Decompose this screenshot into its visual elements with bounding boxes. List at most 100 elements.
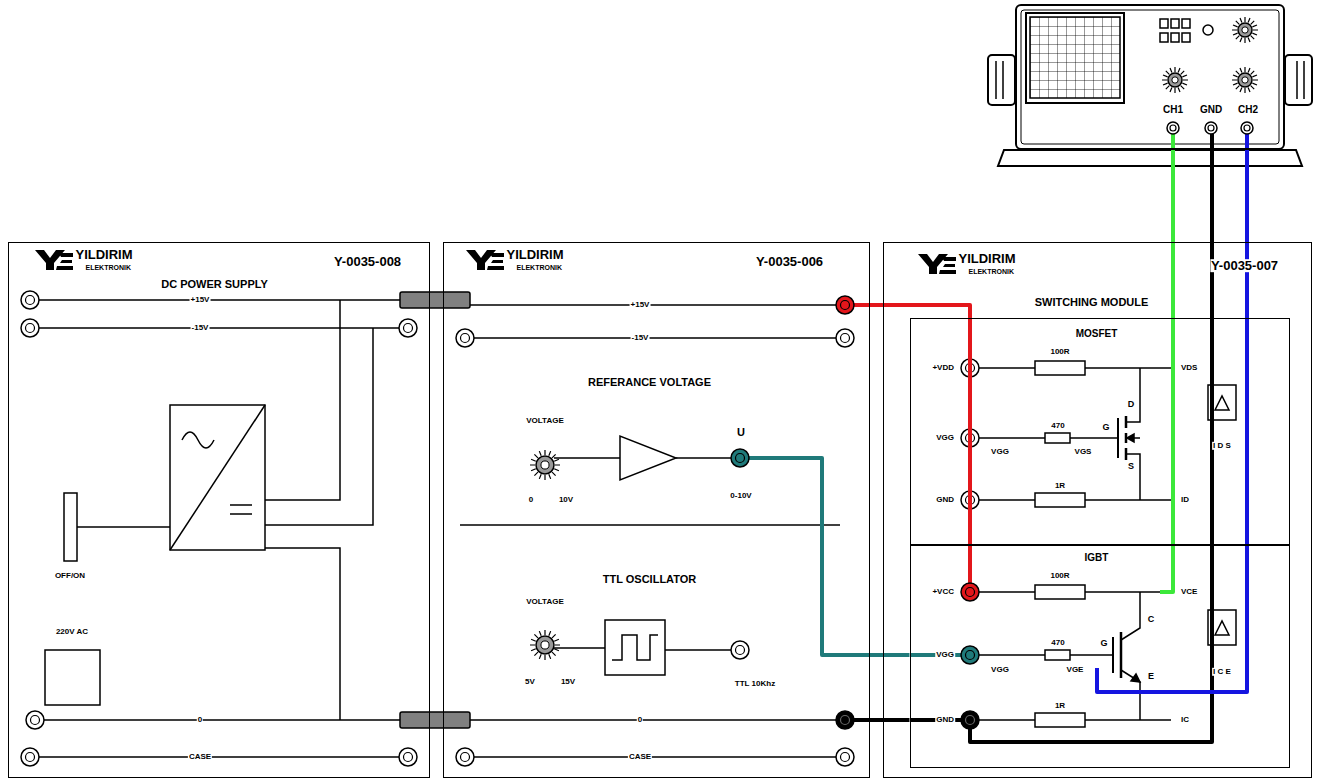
pin-label: CASE <box>188 753 212 761</box>
oscilloscope-drawing <box>1160 19 1168 28</box>
terminal <box>404 753 413 762</box>
igbt-circuit <box>1121 592 1140 720</box>
terminal <box>961 646 979 664</box>
wire-stub <box>740 458 970 655</box>
pin-label: 15V <box>560 678 576 686</box>
section-title: REFERANCE VOLTAGE <box>587 377 712 389</box>
igbt-circuit <box>1035 585 1085 599</box>
signal-source-circuit <box>612 635 658 660</box>
section-title: IGBT <box>1084 552 1110 563</box>
terminal <box>731 449 749 467</box>
power-supply-circuit <box>77 526 170 528</box>
terminal <box>1170 125 1176 131</box>
igbt-circuit <box>1112 637 1114 673</box>
signal-wire <box>870 305 970 545</box>
pin-label: TTL 10Khz <box>734 680 776 688</box>
pin-label: 5V <box>524 678 536 686</box>
oscilloscope-drawing <box>1030 17 1120 98</box>
terminal <box>21 122 1253 766</box>
pin-label: VGG <box>990 666 1010 674</box>
signal-wire <box>1210 150 1214 545</box>
mosfet-circuit <box>1035 493 1085 507</box>
oscilloscope-drawing <box>1160 19 1213 42</box>
pin-label: VGS <box>1074 448 1093 456</box>
pin-label: 0 <box>197 716 203 724</box>
pin-label: +VCC <box>931 588 955 596</box>
terminal <box>966 716 975 725</box>
oscilloscope: CH1GNDCH2 <box>1015 4 1285 150</box>
terminal <box>21 291 39 309</box>
logo-subtext: ELEKTRONIK <box>968 268 1016 275</box>
knob <box>1242 77 1248 83</box>
terminal <box>961 711 979 729</box>
signal-source-circuit <box>470 305 836 757</box>
pin-label: 220V AC <box>55 628 89 636</box>
terminal <box>966 651 975 660</box>
pin-label: G <box>1101 423 1110 432</box>
mosfet-circuit <box>1117 418 1119 458</box>
igbt-circuit <box>1215 621 1229 635</box>
terminal <box>841 334 850 343</box>
terminal <box>966 588 975 597</box>
panel-title: DC POWER SUPPLY <box>160 279 269 291</box>
oscilloscope-drawing <box>1021 10 1279 144</box>
igbt-circuit <box>1131 674 1140 682</box>
knob <box>530 450 560 480</box>
signal-source-panel: YILDIRIMELEKTRONIKY-0035-006REFERANCE VO… <box>443 242 870 778</box>
pin-label: 100R <box>1049 348 1070 356</box>
oscilloscope-drawing <box>988 55 1015 105</box>
terminal <box>841 753 850 762</box>
pin-label: VCE <box>1180 588 1198 596</box>
oscilloscope-drawing <box>988 10 1312 166</box>
pin-label: VOLTAGE <box>525 598 564 606</box>
mosfet-circuit <box>1126 368 1140 500</box>
power-supply-circuit <box>400 712 470 728</box>
terminal <box>841 301 850 310</box>
terminal <box>1208 125 1214 131</box>
logo-text: YILDIRIM <box>958 252 1017 266</box>
pin-label: 1R <box>1054 482 1066 490</box>
pin-label: E <box>1147 672 1155 681</box>
oscilloscope-drawing <box>996 61 1003 99</box>
module-code: Y-0035-008 <box>333 255 402 269</box>
section-title: MOSFET <box>1075 328 1119 339</box>
igbt-circuit <box>979 585 1236 727</box>
terminal <box>461 334 470 343</box>
pin-label: VGG <box>935 651 955 659</box>
pin-label: 1R <box>1054 702 1066 710</box>
power-supply-circuit <box>39 300 400 757</box>
pin-label: CASE <box>628 753 652 761</box>
knob <box>1168 73 1182 87</box>
logo-text: YILDIRIM <box>75 248 134 262</box>
oscilloscope-drawing <box>1182 33 1190 42</box>
power-supply-circuit <box>265 300 373 720</box>
pin-label: +15V <box>630 301 651 309</box>
terminal <box>836 748 854 766</box>
terminal <box>836 296 854 314</box>
knob <box>1242 27 1248 33</box>
pin-label: VDS <box>1180 364 1198 372</box>
signal-source-circuit <box>460 305 840 757</box>
terminal <box>26 753 35 762</box>
power-supply-circuit <box>400 292 470 308</box>
pin-label: IC <box>1180 716 1190 724</box>
terminal <box>26 324 35 333</box>
power-supply-panel: YILDIRIMELEKTRONIKY-0035-008DC POWER SUP… <box>8 242 430 778</box>
oscilloscope-drawing <box>1160 33 1168 42</box>
wire-stub <box>1160 128 1173 592</box>
knob <box>1172 77 1178 83</box>
pin-label: +15V <box>190 296 211 304</box>
knob <box>1232 67 1258 93</box>
pin-label: VGG <box>935 434 955 442</box>
pin-label: S <box>1127 462 1135 471</box>
terminal <box>456 329 474 347</box>
knob <box>1238 73 1252 87</box>
terminal <box>731 641 749 659</box>
pin-label: VGG <box>990 448 1010 456</box>
pin-label: ID <box>1180 496 1190 504</box>
power-supply-circuit <box>170 405 265 550</box>
mosfet-section: MOSFET <box>910 318 1290 545</box>
pin-label: U <box>736 427 746 439</box>
pin-label: -15V <box>191 324 210 332</box>
